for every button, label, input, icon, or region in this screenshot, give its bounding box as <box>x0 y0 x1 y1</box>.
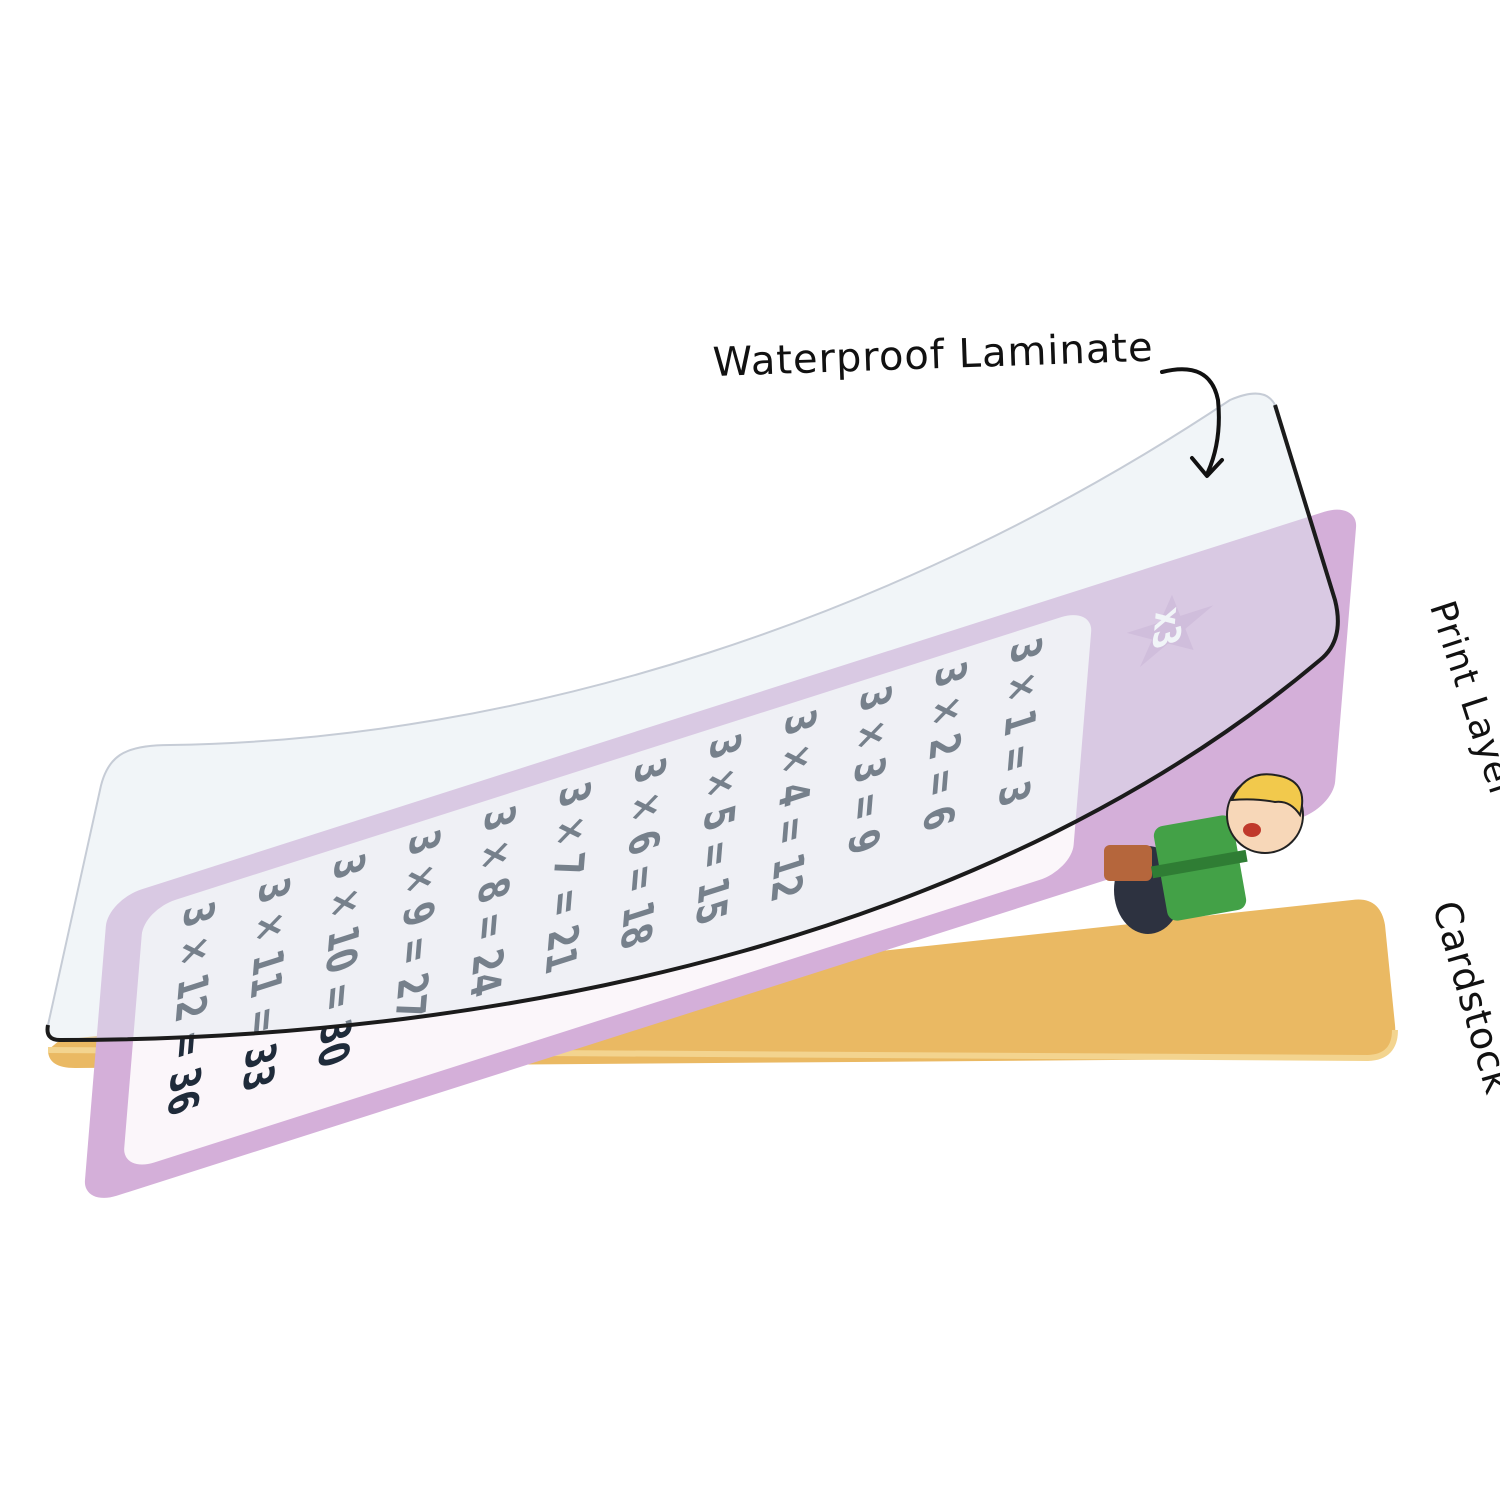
cardstock-edge <box>47 1029 1398 1062</box>
arrowhead-icon <box>1190 456 1224 478</box>
laminate-sheet <box>46 392 1339 1042</box>
arrow-icon <box>1160 367 1221 474</box>
laminate-edge <box>45 404 1340 1043</box>
child-reading-icon <box>1104 773 1304 934</box>
